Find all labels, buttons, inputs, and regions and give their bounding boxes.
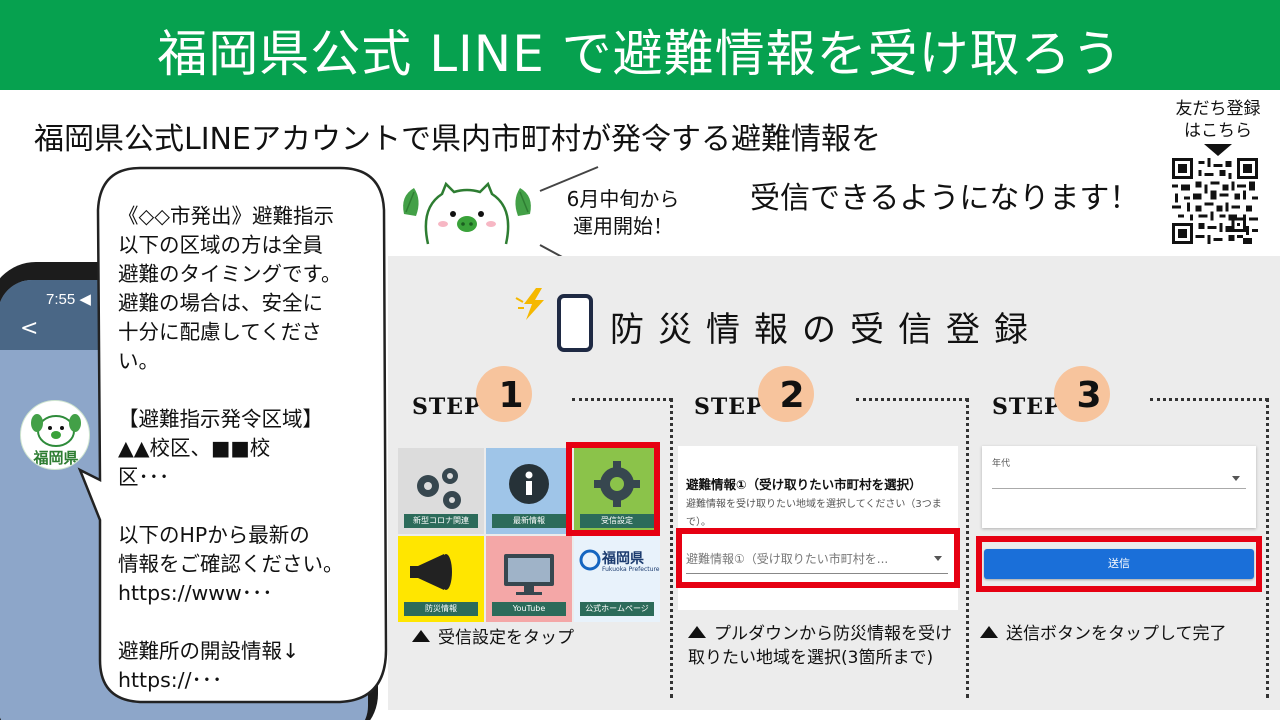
highlight-box: [676, 528, 960, 588]
divider: [670, 398, 673, 698]
menu-tile-disaster[interactable]: 防災情報: [398, 536, 484, 622]
chevron-down-icon: [1232, 476, 1240, 481]
logo-subtitle: Fukuoka Prefecture: [602, 566, 660, 573]
menu-tile-corona[interactable]: 新型コロナ関連: [398, 448, 484, 534]
megaphone-icon: [410, 554, 452, 590]
menu-tile-label: 最新情報: [492, 514, 566, 528]
step-1-circle: [476, 366, 532, 422]
intro-line-2: 受信できるようになります！: [750, 181, 1140, 216]
menu-tile-homepage[interactable]: 福岡県 Fukuoka Prefecture 公式ホームページ: [574, 536, 660, 622]
prefecture-logo-icon: [579, 549, 601, 571]
smartphone-icon: [557, 294, 593, 352]
status-time: 7:55 ◀: [46, 291, 91, 308]
step-1-number: 1: [498, 375, 524, 416]
form-description: 避難情報を受け取りたい地域を選択してください（3つまで）。: [686, 499, 942, 528]
divider: [1266, 398, 1269, 698]
back-icon[interactable]: <: [20, 316, 39, 341]
menu-tile-label: 新型コロナ関連: [404, 514, 478, 528]
menu-tile-label: 公式ホームページ: [580, 602, 654, 616]
highlight-box: [566, 442, 660, 536]
divider: [572, 398, 672, 401]
step-2-number: 2: [779, 375, 805, 416]
page-title: 福岡県公式 LINE で避難情報を受け取ろう: [157, 25, 1123, 83]
form-title: 避難情報①（受け取りたい市町村を選択）: [686, 477, 922, 492]
logo-name: 福岡県: [602, 551, 644, 567]
launch-callout: 6月中旬から 運用開始！: [566, 187, 680, 238]
menu-tile-label: 防災情報: [404, 602, 478, 616]
region-select[interactable]: 避難情報①（受け取りたい市町村を...: [686, 548, 948, 574]
avatar-name: 福岡県: [33, 449, 79, 467]
avatar[interactable]: 福岡県: [20, 400, 90, 470]
step-2-circle: [758, 366, 814, 422]
menu-tile-label: YouTube: [492, 602, 566, 616]
divider: [1150, 398, 1268, 401]
age-field-label: 年代: [992, 459, 1011, 469]
highlight-box: [976, 536, 1262, 592]
up-triangle-icon: [688, 626, 706, 638]
step-1-label: STEP: [412, 394, 482, 420]
chevron-down-icon: [934, 556, 942, 561]
message-text: 《◇◇市発出》避難指示 以下の区域の方は全員 避難のタイミングです。 避難の場合…: [118, 204, 344, 692]
step-1-caption: 受信設定をタップ: [412, 626, 662, 650]
step-2-caption-text: プルダウンから防災情報を受け取りたい地域を選択(3箇所まで): [688, 624, 952, 668]
step-3-label: STEP: [992, 394, 1062, 420]
divider: [966, 398, 969, 698]
step-2-caption: プルダウンから防災情報を受け取りたい地域を選択(3箇所まで): [688, 622, 960, 670]
step-3-caption-text: 送信ボタンをタップして完了: [1006, 624, 1227, 644]
menu-tile-youtube[interactable]: YouTube: [486, 536, 572, 622]
gear-icon: [594, 461, 640, 507]
rich-menu: 新型コロナ関連 最新情報 受信設定 防災情報: [398, 448, 660, 622]
menu-tile-news[interactable]: 最新情報: [486, 448, 572, 534]
pig-mascot-icon: [403, 181, 531, 245]
age-form: 年代: [982, 446, 1256, 528]
menu-tile-label: 受信設定: [580, 514, 654, 528]
send-button[interactable]: 送信: [984, 549, 1254, 579]
down-arrow-icon: [1204, 144, 1232, 156]
region-select-placeholder: 避難情報①（受け取りたい市町村を...: [686, 552, 889, 566]
divider: [856, 398, 968, 401]
qr-code-icon[interactable]: [1172, 158, 1258, 244]
step-3-caption: 送信ボタンをタップして完了: [980, 622, 1260, 646]
gears-icon: [417, 468, 461, 509]
pig-mascot-icon: [31, 414, 81, 447]
lightning-icon: [515, 288, 544, 320]
header-banner: 福岡県公式 LINE で避難情報を受け取ろう: [0, 0, 1280, 90]
age-select[interactable]: [992, 488, 1246, 489]
menu-tile-settings[interactable]: 受信設定: [574, 448, 660, 534]
info-icon: [509, 464, 549, 504]
qr-label: 友だち登録 はこちら: [1175, 99, 1261, 141]
step-1-caption-text: 受信設定をタップ: [438, 628, 574, 648]
up-triangle-icon: [412, 630, 430, 642]
step-3-circle: [1054, 366, 1110, 422]
up-triangle-icon: [980, 626, 998, 638]
step-2-label: STEP: [694, 394, 764, 420]
registration-title: 防災情報の受信登録: [610, 310, 1042, 350]
monitor-icon: [504, 554, 554, 595]
message-bubble: [77, 166, 388, 704]
step-3-number: 3: [1076, 375, 1102, 416]
intro-line-1: 福岡県公式LINEアカウントで県内市町村が発令する避難情報を: [34, 122, 881, 157]
